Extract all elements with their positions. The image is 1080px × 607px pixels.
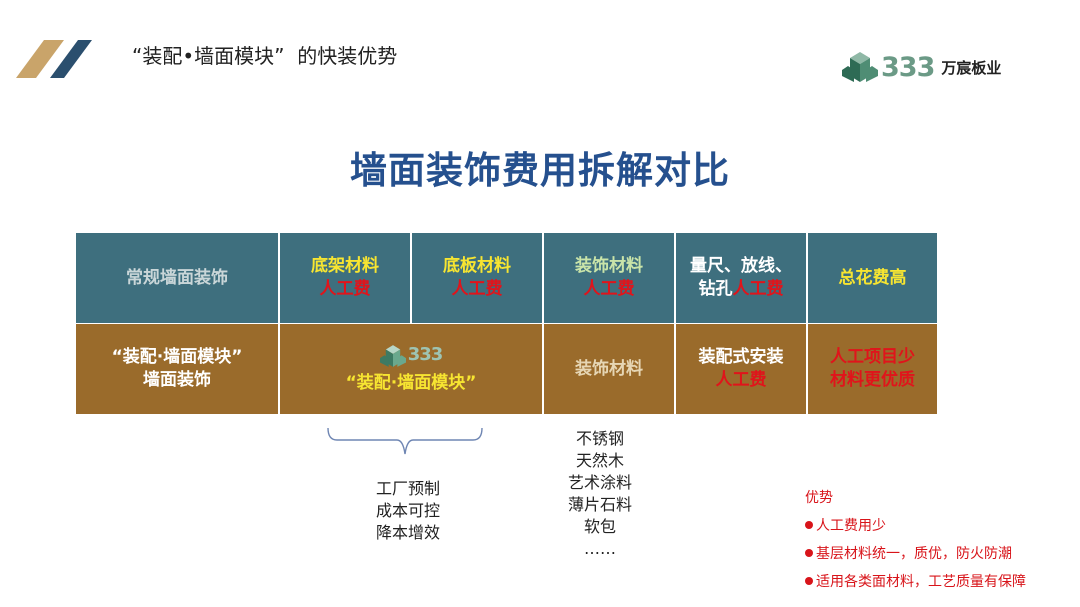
result-line1: 人工项目少 xyxy=(830,347,915,368)
advantage-text: 人工费用少 xyxy=(816,518,886,534)
decoration-materials-list: 不锈钢 天然木 艺术涂料 薄片石料 软包 …… xyxy=(550,428,650,560)
header-title: “装配•墙面模块” 的快装优势 xyxy=(132,44,398,68)
frame-material-label: 底架材料 xyxy=(311,256,379,277)
brand-number: 333 xyxy=(881,51,935,83)
advantage-item: 人工费用少 xyxy=(805,512,1026,540)
curly-bracket xyxy=(327,428,483,455)
cost-cell-board: 底板材料 人工费 xyxy=(410,233,542,323)
list-item: 成本可控 xyxy=(375,501,440,520)
decoration-material-label: 装饰材料 xyxy=(575,358,643,379)
module-logo-number: 333 xyxy=(407,344,444,366)
module-install-cell: 装配式安装 人工费 xyxy=(674,324,806,414)
list-item: 软包 xyxy=(583,517,616,536)
list-item: 降本增效 xyxy=(375,523,440,542)
row-label-line2: 墙面装饰 xyxy=(143,370,211,390)
module-cost-row: “装配·墙面模块” 墙面装饰 333 “装配·墙面模块” 装饰材料 装配式安装 … xyxy=(76,324,937,414)
row-label-conventional: 常规墙面装饰 xyxy=(76,233,278,323)
list-item: 薄片石料 xyxy=(567,495,632,514)
board-material-label: 底板材料 xyxy=(443,256,511,277)
cost-cell-total: 总花费高 xyxy=(806,233,937,323)
decoration-material-label: 装饰材料 xyxy=(575,256,643,277)
module-product-cell: 333 “装配·墙面模块” xyxy=(278,324,542,414)
advantage-item: 基层材料统一，质优，防火防潮 xyxy=(805,540,1026,568)
brand-cube-icon xyxy=(842,52,878,82)
page-title: 墙面装饰费用拆解对比 xyxy=(350,149,730,192)
advantages-box: 优势 人工费用少 基层材料统一，质优，防火防潮 适用各类面材料，工艺质量有保障 xyxy=(805,484,1026,596)
list-item: 艺术涂料 xyxy=(567,473,632,492)
bullet-icon xyxy=(805,577,813,585)
drill-labor-line: 钻孔人工费 xyxy=(699,278,784,301)
list-item: 不锈钢 xyxy=(575,429,624,448)
module-decoration-cell: 装饰材料 xyxy=(542,324,674,414)
advantage-item: 适用各类面材料，工艺质量有保障 xyxy=(805,568,1026,596)
bullet-icon xyxy=(805,549,813,557)
labor-cost-label: 人工费 xyxy=(732,279,784,299)
row-label-module: “装配·墙面模块” 墙面装饰 xyxy=(76,324,278,414)
conventional-cost-row: 常规墙面装饰 底架材料 人工费 底板材料 人工费 装饰材料 人工费 量尺、放线、… xyxy=(76,233,937,323)
labor-cost-label: 人工费 xyxy=(319,279,371,299)
result-line2: 材料更优质 xyxy=(830,370,915,390)
factory-benefits-list: 工厂预制 成本可控 降本增效 xyxy=(353,478,463,544)
module-name: “装配·墙面模块” xyxy=(345,372,477,393)
brand-name: 万宸板业 xyxy=(941,58,1002,77)
cost-cell-frame: 底架材料 人工费 xyxy=(278,233,410,323)
advantage-text: 适用各类面材料，工艺质量有保障 xyxy=(816,574,1026,590)
module-cube-icon xyxy=(379,344,406,367)
module-logo: 333 xyxy=(379,343,444,367)
cost-cell-decoration: 装饰材料 人工费 xyxy=(542,233,674,323)
row-label-text: 常规墙面装饰 xyxy=(126,267,228,288)
row-label-line1: “装配·墙面模块” xyxy=(111,347,243,368)
list-item: 天然木 xyxy=(575,451,624,470)
list-item: 工厂预制 xyxy=(375,479,440,498)
header-stripe-logo xyxy=(16,40,92,78)
labor-cost-label: 人工费 xyxy=(451,279,503,299)
bullet-icon xyxy=(805,521,813,529)
labor-cost-label: 人工费 xyxy=(715,370,767,390)
measure-label: 量尺、放线、 xyxy=(690,256,792,277)
drill-label: 钻孔 xyxy=(698,279,733,299)
install-label: 装配式安装 xyxy=(698,347,784,368)
cost-cell-measure: 量尺、放线、 钻孔人工费 xyxy=(674,233,806,323)
brand-logo: 333 万宸板业 xyxy=(842,50,1001,84)
advantage-text: 基层材料统一，质优，防火防潮 xyxy=(816,546,1012,562)
module-result-cell: 人工项目少 材料更优质 xyxy=(806,324,937,414)
advantages-title: 优势 xyxy=(805,490,833,506)
labor-cost-label: 人工费 xyxy=(583,279,635,299)
total-cost-label: 总花费高 xyxy=(838,267,907,288)
list-item: …… xyxy=(584,539,616,558)
